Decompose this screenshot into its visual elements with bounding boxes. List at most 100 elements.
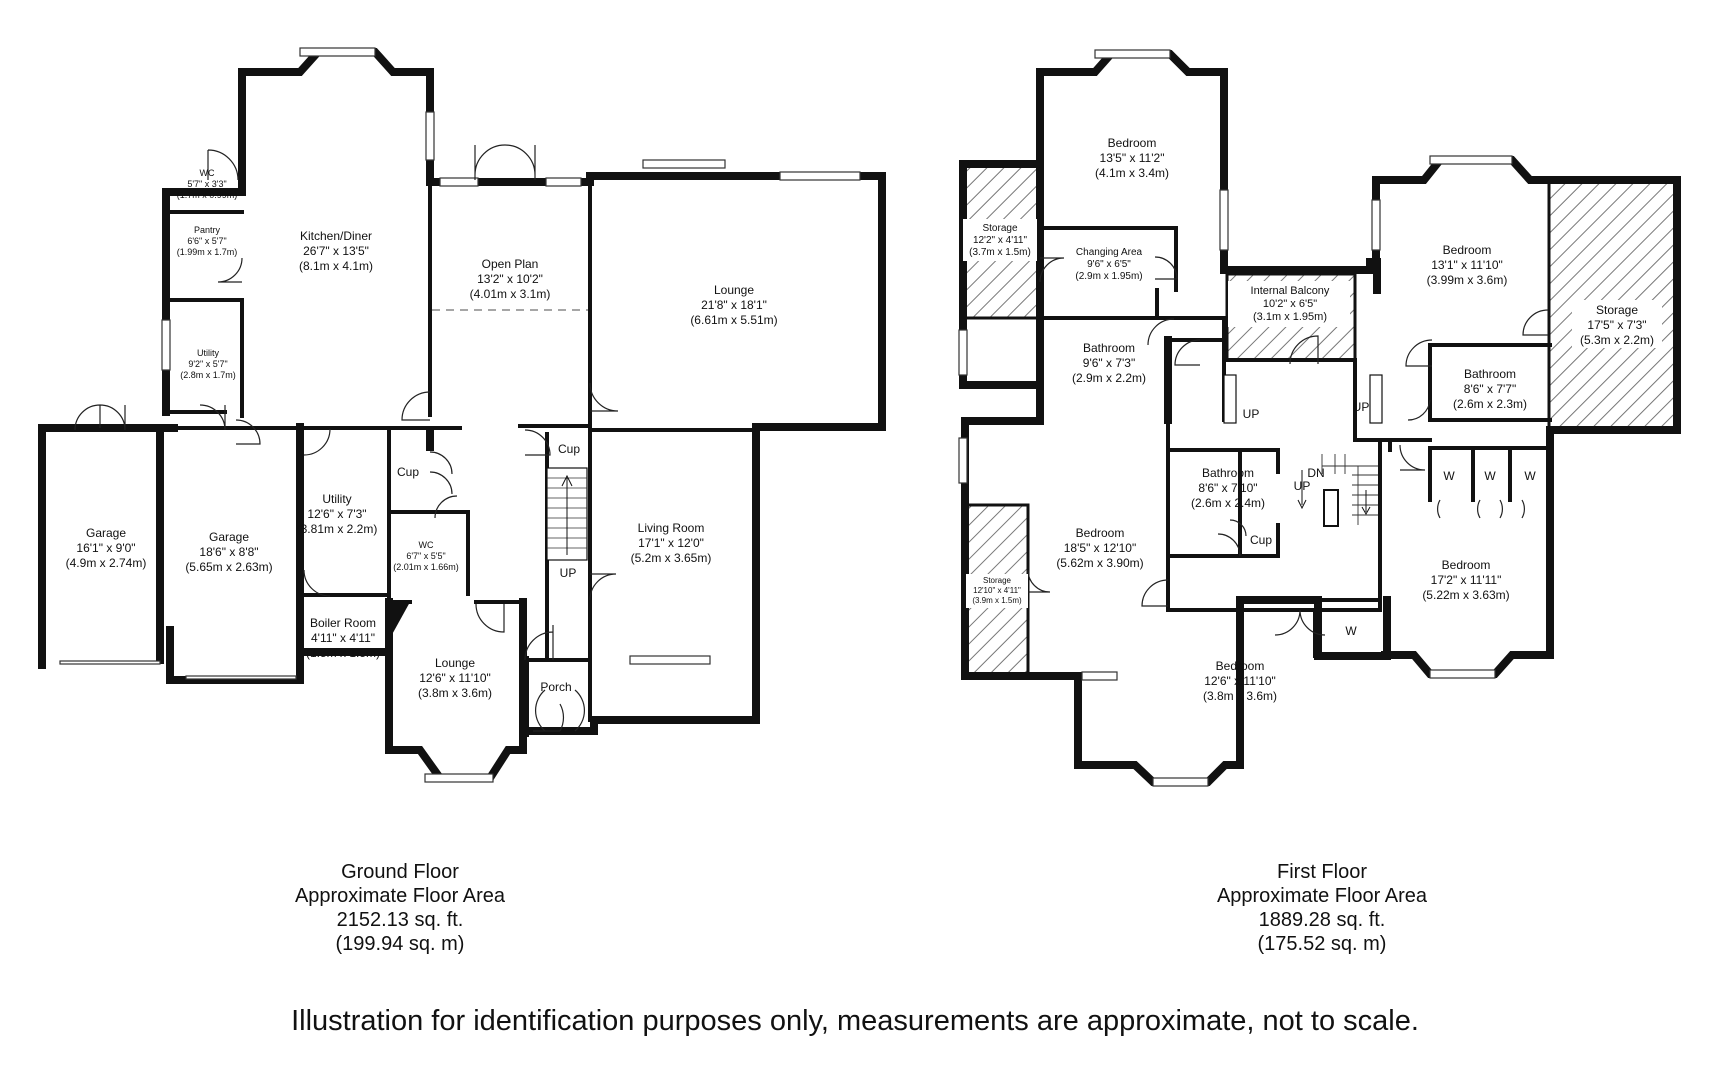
room-name: Boiler Room (310, 616, 376, 630)
door (217, 257, 243, 283)
room-name: Lounge (714, 283, 754, 297)
door (475, 603, 505, 633)
room-name: Bedroom (1108, 136, 1157, 150)
door (1027, 569, 1051, 593)
room-name: Storage (982, 223, 1017, 234)
window (1152, 777, 1209, 787)
door (1522, 309, 1549, 336)
garage-door (185, 675, 297, 680)
wardrobe-label: W (1524, 469, 1536, 483)
door (589, 382, 619, 412)
front-doors (535, 689, 585, 732)
cupboard-doors (429, 451, 453, 495)
window (1429, 155, 1513, 165)
stair-up-label: UP (560, 566, 577, 580)
window (1371, 199, 1381, 251)
stair-up-label: UP (1294, 479, 1311, 493)
stair-rail (1369, 374, 1383, 424)
room-name: Open Plan (482, 257, 539, 271)
room-name: Porch (540, 680, 571, 694)
window (545, 177, 582, 187)
window (424, 773, 494, 783)
room-name: WC (200, 168, 215, 178)
window (629, 655, 711, 665)
door (303, 569, 331, 597)
caption-area-sqft: 2152.13 sq. ft. (336, 909, 464, 931)
ground-staircase (546, 467, 588, 561)
room-name: Utility (322, 492, 351, 506)
ground-floor-caption: Ground Floor Approximate Floor Area 2152… (250, 860, 550, 956)
first-staircase (1297, 454, 1378, 527)
door (1399, 399, 1431, 471)
room-name: Storage (983, 576, 1012, 585)
caption-subtitle: Approximate Floor Area (1216, 885, 1428, 907)
window (1429, 669, 1496, 679)
door (589, 573, 617, 601)
door (1141, 579, 1169, 607)
room-name: Bathroom (1083, 341, 1135, 355)
room-name: Lounge (435, 656, 475, 670)
room-name: Cup (397, 465, 419, 479)
window (299, 47, 376, 57)
wardrobe-label: W (1443, 469, 1455, 483)
window (161, 319, 171, 371)
door (1039, 257, 1065, 283)
room-name: Bedroom (1443, 243, 1492, 257)
window (779, 171, 861, 181)
room-name: Cup (558, 442, 580, 456)
door (1289, 335, 1319, 365)
room-name: WC (419, 540, 434, 550)
label-bg (1228, 281, 1350, 327)
door (199, 404, 226, 431)
door (524, 429, 551, 456)
door (303, 428, 331, 456)
room-name: Bedroom (1442, 558, 1491, 572)
window (958, 329, 968, 376)
wardrobe-doors (1436, 499, 1526, 519)
caption-subtitle: Approximate Floor Area (294, 885, 506, 907)
first-exterior-wall (959, 50, 1681, 786)
window (1094, 49, 1171, 59)
disclaimer-text: Illustration for identification purposes… (291, 1005, 1419, 1037)
door (401, 391, 431, 421)
ground-interior-wall (164, 180, 758, 722)
room-name: Bathroom (1464, 367, 1516, 381)
door (207, 149, 239, 181)
label-bg (966, 574, 1028, 608)
room-name: Garage (86, 526, 126, 540)
wardrobe-label: W (1345, 624, 1357, 638)
french-doors (474, 144, 536, 180)
label-bg (1572, 300, 1662, 348)
caption-area-sqm: (199.94 sq. m) (335, 933, 465, 955)
door (524, 625, 564, 732)
door (235, 419, 261, 445)
window (642, 159, 726, 169)
window (1219, 189, 1229, 251)
garage-side-doors (74, 404, 126, 431)
caption-title: Ground Floor (341, 861, 459, 883)
